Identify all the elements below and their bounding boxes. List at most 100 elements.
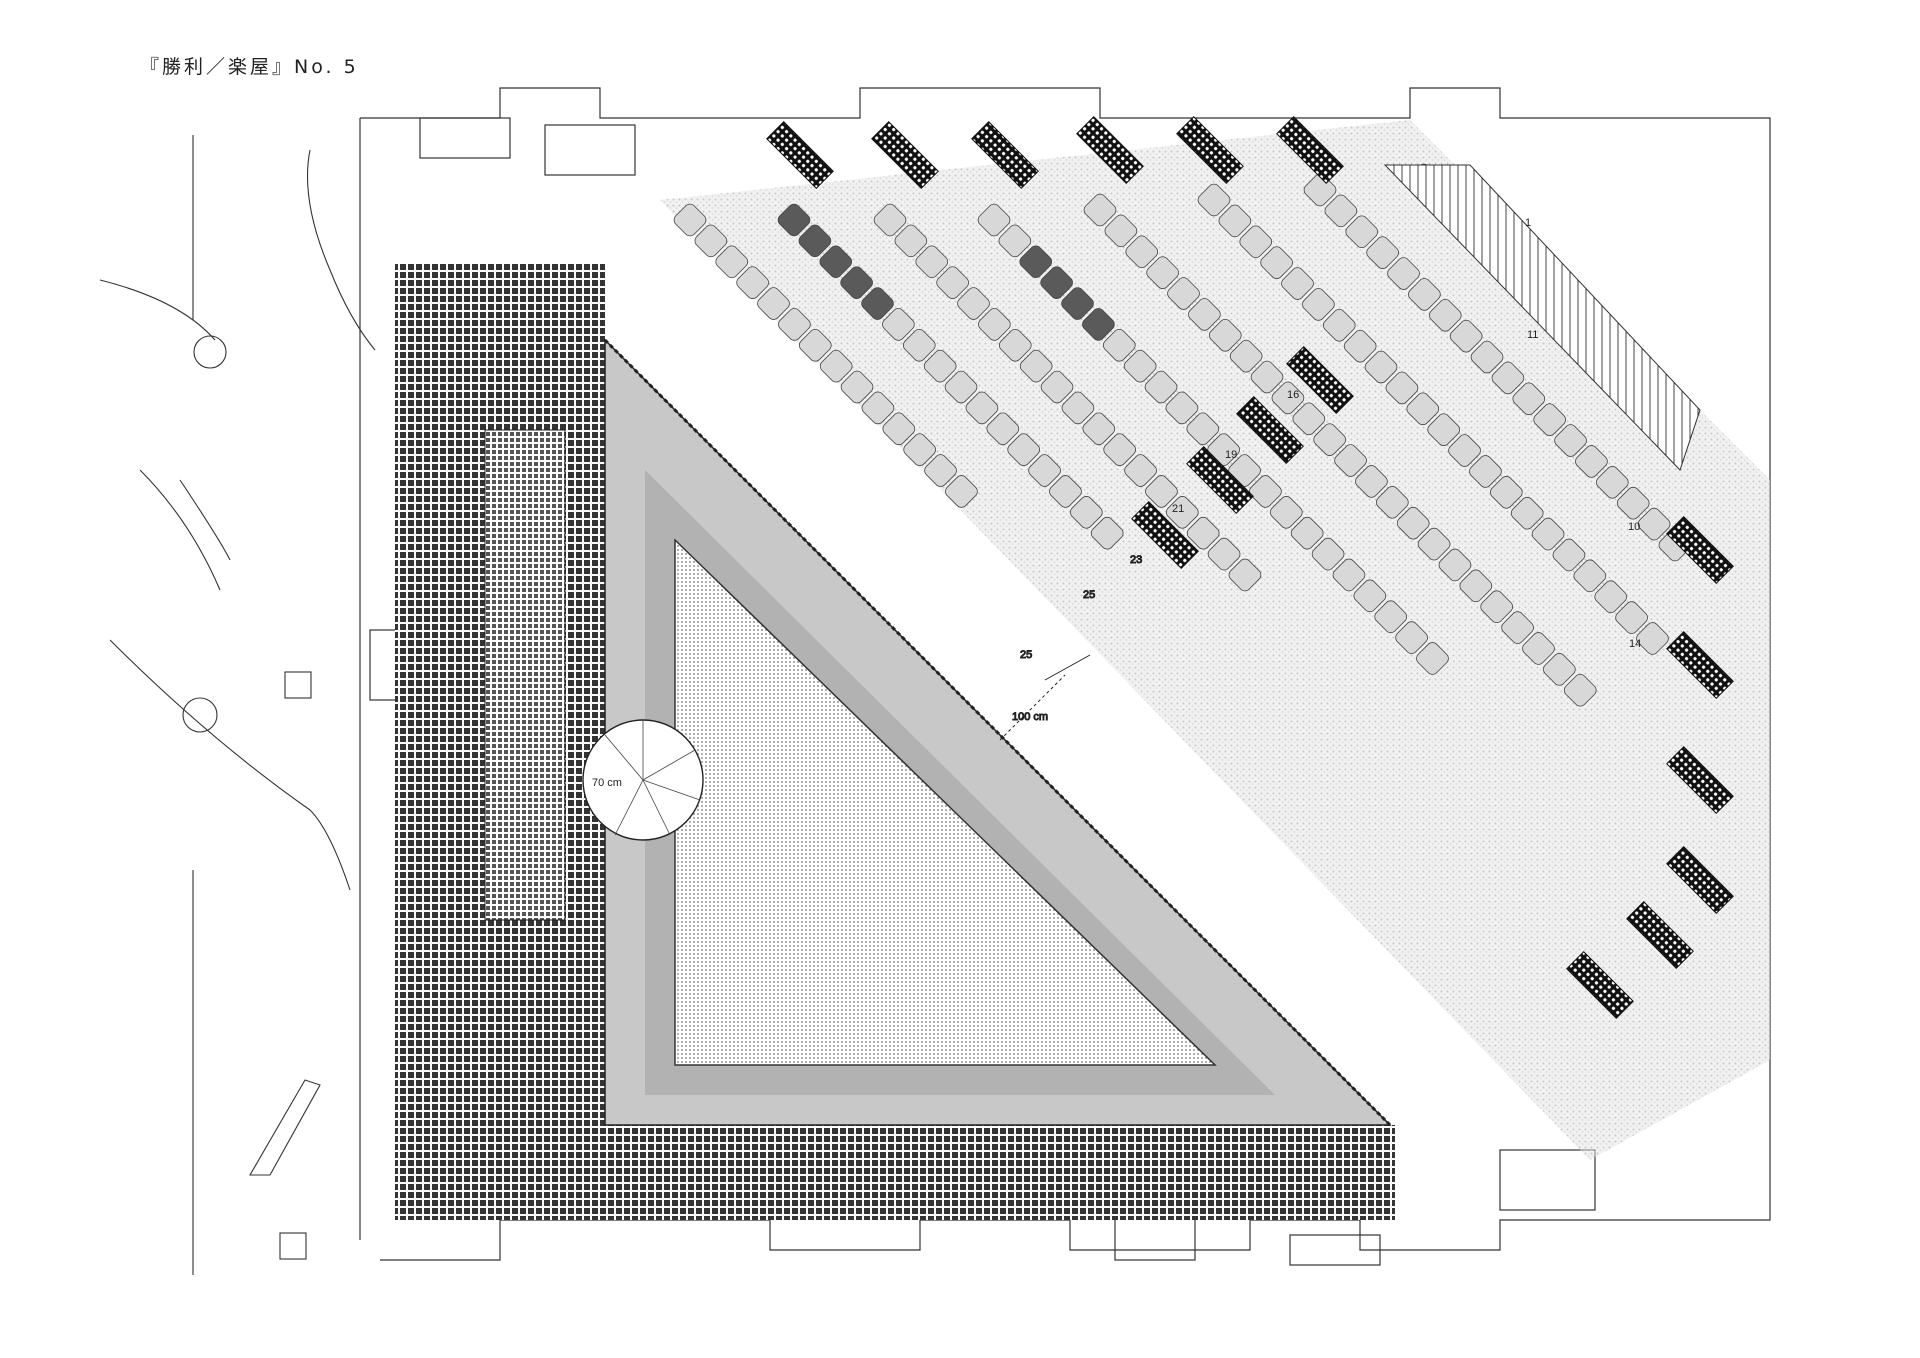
seat <box>1218 204 1252 238</box>
seat <box>1208 318 1242 352</box>
seat <box>694 224 728 258</box>
seat <box>1165 391 1199 425</box>
seat <box>1510 496 1544 530</box>
seat <box>1408 278 1441 311</box>
seat <box>1396 506 1430 540</box>
gap-label-c: 23 <box>1130 554 1142 566</box>
seat <box>1376 486 1409 519</box>
seat <box>1470 340 1504 374</box>
row-label-21: 21 <box>1172 503 1184 515</box>
seat <box>1061 287 1094 320</box>
seat <box>1490 476 1523 509</box>
aisle-step-block <box>766 121 834 189</box>
seat <box>965 391 999 425</box>
row-label-10: 10 <box>1628 521 1640 533</box>
seat <box>1416 642 1449 675</box>
aisle-dimension-label: 100 cm <box>1012 711 1048 723</box>
seat <box>1292 402 1326 436</box>
seat <box>1229 339 1263 373</box>
seat <box>882 412 916 446</box>
seat <box>1302 288 1335 321</box>
seat <box>1594 580 1628 614</box>
seat <box>1281 267 1314 300</box>
seat <box>1260 246 1293 279</box>
seat <box>1049 475 1082 508</box>
seat <box>1636 622 1669 655</box>
seat <box>1366 236 1399 269</box>
seat <box>1007 433 1040 466</box>
row-number-labels: 1 11 16 19 21 10 14 <box>1172 217 1641 650</box>
seat <box>1428 298 1462 332</box>
seat <box>1103 433 1136 466</box>
aisle-step-block <box>1176 116 1244 184</box>
seat <box>957 287 990 320</box>
seat <box>1019 245 1053 279</box>
seating-area <box>660 116 1770 1160</box>
seat <box>998 224 1032 258</box>
seat <box>998 328 1032 362</box>
seat <box>977 203 1011 237</box>
seat <box>1250 360 1284 394</box>
seat <box>1102 328 1136 362</box>
seat <box>1040 370 1074 404</box>
revolving-stage: 70 cm <box>582 719 704 841</box>
seat <box>945 475 978 508</box>
seat <box>1449 319 1483 353</box>
seat <box>1543 653 1576 686</box>
seat <box>1313 423 1346 456</box>
seat <box>861 391 895 425</box>
seat <box>1040 266 1073 299</box>
seat <box>1324 194 1358 228</box>
seat <box>1124 454 1157 487</box>
seat <box>1186 516 1220 550</box>
seat <box>1355 465 1388 498</box>
seat <box>1637 507 1671 541</box>
seat <box>1501 611 1534 644</box>
seat <box>936 266 969 299</box>
seat <box>1197 183 1231 217</box>
seat <box>1531 517 1565 551</box>
seat <box>1387 257 1420 290</box>
aisle-step-block <box>1276 116 1344 184</box>
seat <box>923 349 957 383</box>
seat <box>1270 496 1303 529</box>
seat <box>798 224 832 258</box>
seat <box>798 328 832 362</box>
seat <box>1123 349 1157 383</box>
seat <box>1563 673 1597 707</box>
seat <box>1249 475 1282 508</box>
aisle-step-block <box>971 121 1039 189</box>
seat <box>1332 558 1366 592</box>
seat <box>1186 412 1220 446</box>
seat <box>1554 424 1587 457</box>
seat <box>840 370 874 404</box>
seat <box>1491 361 1525 395</box>
aisle-step-block <box>1186 446 1254 514</box>
seat <box>819 349 853 383</box>
seat <box>1596 466 1629 499</box>
seat <box>1144 370 1178 404</box>
seat <box>903 433 936 466</box>
seat <box>1028 454 1061 487</box>
seat <box>1459 569 1493 603</box>
seat <box>1290 516 1324 550</box>
seat <box>1104 214 1138 248</box>
seat <box>1188 298 1221 331</box>
row-label-11: 11 <box>1527 329 1538 341</box>
seat <box>944 370 978 404</box>
seat <box>1082 308 1115 341</box>
seat <box>1385 371 1419 405</box>
aisle-step-block <box>1666 846 1734 914</box>
row-label-16: 16 <box>1287 389 1299 401</box>
triangular-stage <box>603 338 1392 1127</box>
seat <box>673 203 707 237</box>
seat <box>1395 621 1428 654</box>
seat <box>1616 486 1650 520</box>
seat <box>1070 496 1103 529</box>
seat <box>978 308 1011 341</box>
seat <box>902 328 936 362</box>
aisle-step-block <box>1076 116 1144 184</box>
seat <box>840 266 873 299</box>
seat <box>736 266 769 299</box>
aisle-step-block <box>1131 501 1199 569</box>
